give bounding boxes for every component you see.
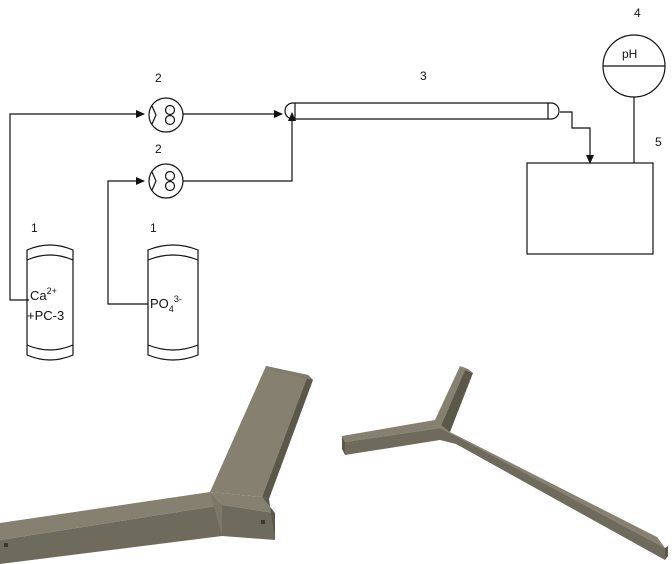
y-junction-chip-left (0, 366, 313, 564)
pump-bottom-number: 2 (155, 142, 162, 156)
mixer-number: 3 (420, 69, 427, 83)
reservoir-ca-number: 1 (31, 221, 38, 235)
pump-top-number: 2 (155, 71, 162, 85)
reservoir-ca (26, 244, 74, 361)
reservoir-po4-number: 1 (150, 221, 157, 235)
mixer-tube (284, 102, 560, 120)
y-junction-chip-right (342, 366, 668, 560)
pump-bottom (148, 163, 184, 199)
collection-vessel (526, 162, 654, 255)
reservoir-po4-label: PO43- (150, 294, 182, 314)
reservoir-po4 (147, 244, 199, 361)
ph-meter-text: pH (622, 47, 637, 61)
ph-meter-number: 4 (634, 6, 641, 20)
reservoir-ca-label: Ca2+ (30, 286, 57, 303)
pump-top (148, 97, 184, 133)
ph-meter (602, 34, 666, 163)
vessel-number: 5 (655, 135, 662, 149)
tubing (9, 110, 594, 305)
reservoir-ca-additive: +PC-3 (27, 308, 64, 323)
